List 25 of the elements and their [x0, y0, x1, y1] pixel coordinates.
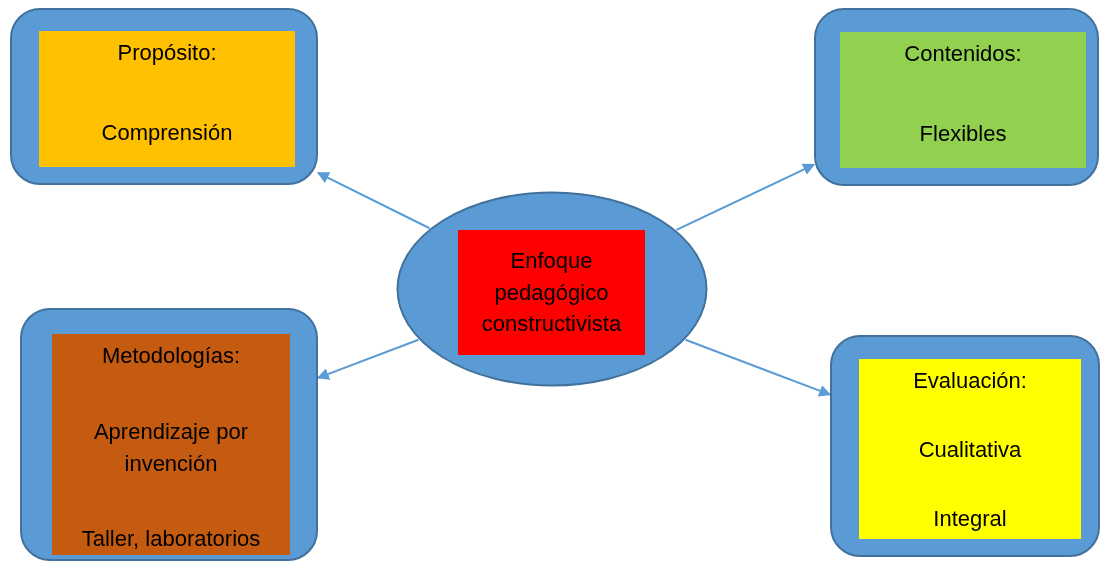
box-text: Evaluación: [913, 367, 1027, 395]
rounded-box [830, 335, 1100, 557]
box-text: Contenidos: [904, 40, 1022, 68]
ellipse [396, 191, 708, 387]
rounded-box [814, 8, 1099, 186]
text-box [52, 334, 290, 555]
box-text: Propósito: [117, 39, 217, 67]
arrow [684, 338, 832, 397]
box-text: Integral [933, 505, 1007, 534]
box-text: Taller, laboratorios [81, 525, 261, 554]
arrow [316, 338, 420, 380]
box-text: Cualitativa [918, 436, 1022, 465]
text-box [458, 230, 645, 355]
text-box [840, 32, 1086, 168]
box-text: Enfoque pedagógico constructivista [480, 246, 623, 339]
arrow [316, 171, 431, 230]
rounded-box [20, 308, 318, 561]
box-text: Metodologías: [101, 342, 241, 370]
arrow [675, 163, 816, 231]
box-text: Comprensión [101, 119, 233, 148]
text-box [859, 359, 1081, 539]
box-text: Aprendizaje por invención [92, 417, 250, 478]
box-text: Flexibles [919, 120, 1007, 149]
rounded-box [10, 8, 318, 185]
text-box [39, 31, 295, 167]
